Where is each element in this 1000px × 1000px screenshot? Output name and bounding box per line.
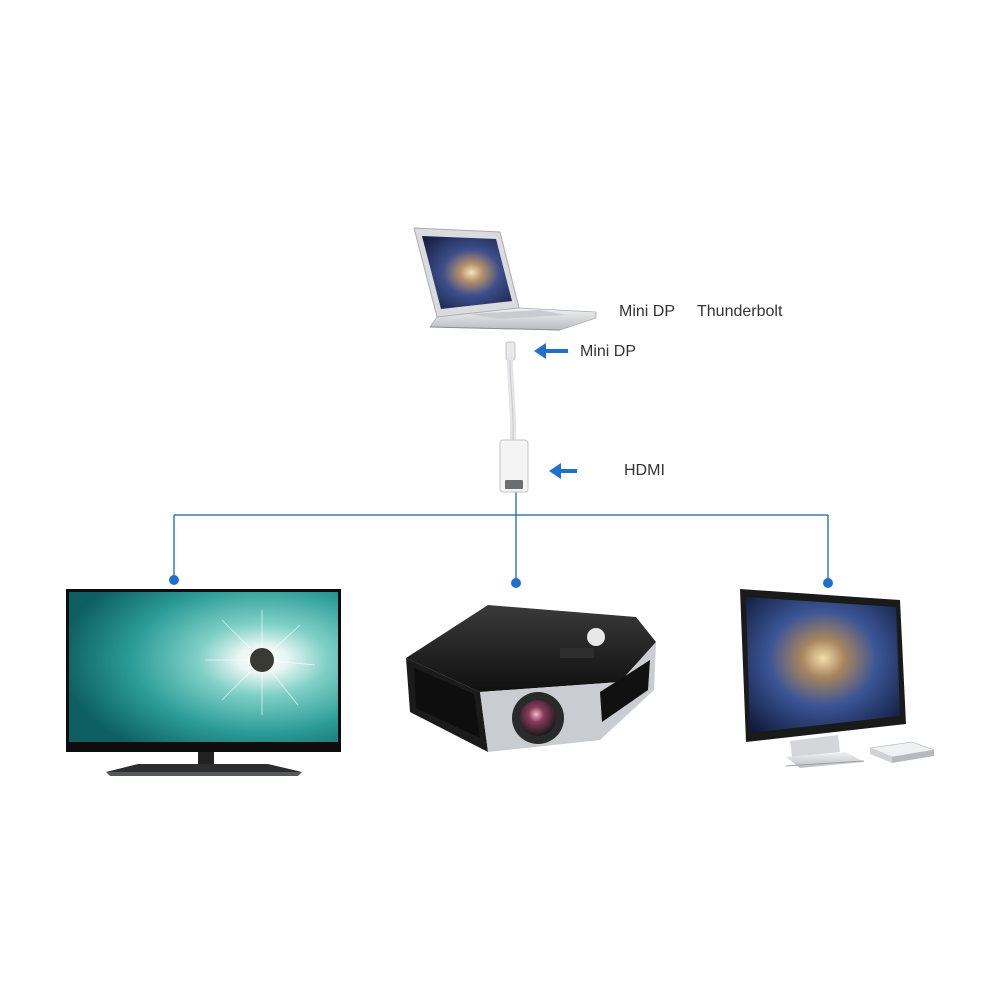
- hdmi-arrow-icon: [549, 463, 577, 479]
- tv-icon: [66, 589, 341, 776]
- adapter-cable-icon: [499, 341, 529, 493]
- mini-dp-arrow-icon: [534, 343, 568, 359]
- monitor-node-dot: [823, 578, 833, 588]
- monitor-icon: [740, 589, 906, 768]
- adapter-output-label: HDMI: [624, 462, 665, 479]
- laptop-port-label-thunderbolt: Thunderbolt: [697, 303, 783, 320]
- laptop-icon: [413, 227, 597, 331]
- projector-node-dot: [511, 578, 521, 588]
- laptop-port-label-mini-dp: Mini DP: [619, 303, 676, 320]
- connector-lines: [173, 492, 829, 582]
- projector-icon: [406, 605, 656, 752]
- adapter-input-label: Mini DP: [580, 343, 637, 360]
- mini-pc-icon: [868, 741, 936, 763]
- tv-node-dot: [169, 575, 179, 585]
